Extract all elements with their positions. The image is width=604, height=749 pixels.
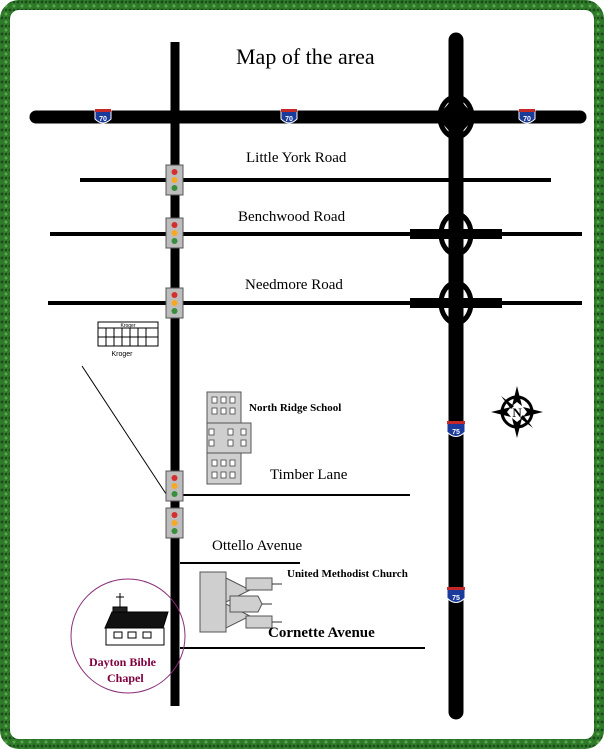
interstate-75-shield: 75: [446, 587, 466, 603]
interchange-needmore: [410, 280, 502, 326]
timber-lane-label: Timber Lane: [270, 467, 348, 483]
kroger-sign: Kroger: [120, 323, 135, 329]
interstate-70-shield: 70: [280, 109, 298, 124]
benchwood-road-label: Benchwood Road: [238, 209, 346, 225]
svg-text:70: 70: [99, 116, 107, 123]
interchange-i70: [436, 89, 476, 145]
church-building-icon: [199, 571, 282, 633]
svg-text:N: N: [512, 405, 522, 420]
needmore-road-label: Needmore Road: [245, 277, 343, 293]
cornette-avenue-label: Cornette Avenue: [268, 625, 375, 641]
chapel-label-line1: Dayton Bible: [89, 655, 157, 669]
svg-text:70: 70: [523, 116, 531, 123]
compass-icon: N: [491, 386, 543, 438]
ottello-avenue-label: Ottello Avenue: [212, 538, 303, 554]
north-ridge-school-label: North Ridge School: [249, 402, 342, 414]
chapel-label-line2: Chapel: [107, 671, 144, 685]
svg-text:70: 70: [285, 116, 293, 123]
traffic-light-icon: [165, 217, 184, 249]
kroger-store-icon: [97, 321, 159, 347]
traffic-light-icon: [165, 164, 184, 196]
traffic-light-icon: [165, 470, 184, 502]
svg-text:75: 75: [452, 595, 460, 602]
school-building-icon: [206, 391, 252, 485]
diagonal-street: [81, 365, 173, 504]
chapel-highlight-circle: [70, 578, 186, 694]
interstate-70-shield: 70: [94, 109, 112, 124]
little-york-road-label: Little York Road: [246, 150, 347, 166]
methodist-church-label: United Methodist Church: [287, 568, 408, 580]
chapel-building-icon: [104, 593, 169, 646]
traffic-light-icon: [165, 287, 184, 319]
traffic-light-icon: [165, 507, 184, 539]
interchange-benchwood: [410, 211, 502, 257]
map-title: Map of the area: [236, 44, 375, 69]
kroger-label: Kroger: [111, 351, 133, 358]
interstate-70-shield: 70: [518, 109, 536, 124]
interstate-75-shield: 75: [446, 421, 466, 437]
svg-text:75: 75: [452, 429, 460, 436]
